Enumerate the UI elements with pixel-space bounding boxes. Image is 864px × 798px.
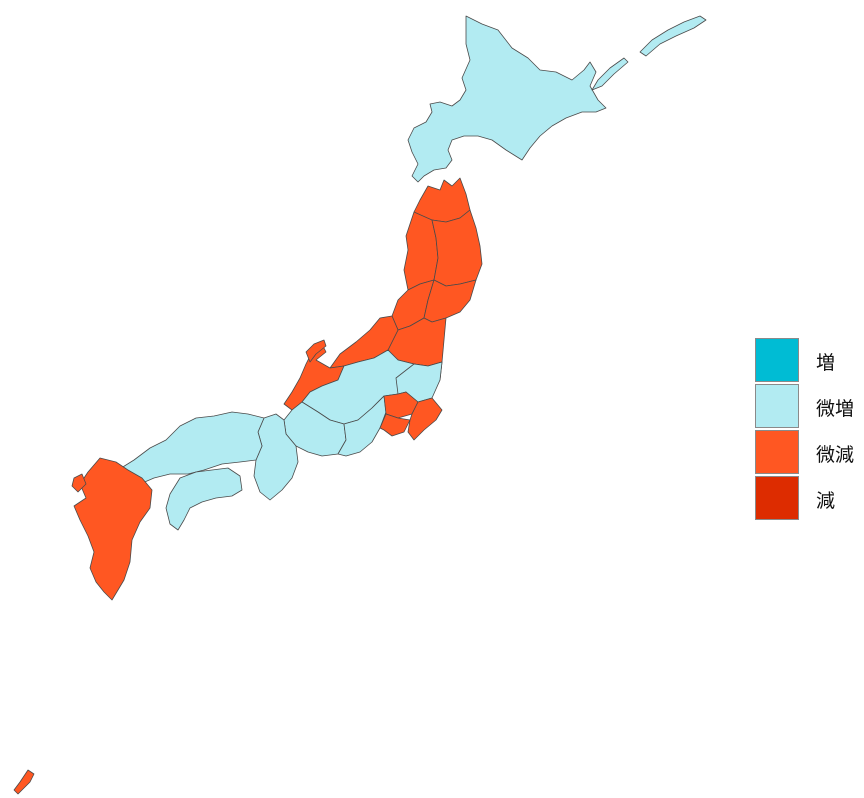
legend-label: 微減 [816,443,855,466]
region-kyushu[interactable] [73,457,153,601]
region-hokkaido-kurils-2[interactable] [639,15,707,57]
kinki-chugoku-region [115,411,299,501]
legend-item-decrease: 減 [755,476,854,522]
region-kanagawa[interactable] [379,413,411,437]
tohoku-region [387,177,483,367]
hokkaido-region [407,15,707,183]
shikoku-region [165,467,243,531]
region-shikoku[interactable] [165,467,243,531]
legend-swatch [755,384,799,428]
legend-label: 減 [816,489,836,512]
region-miyagi[interactable] [423,279,477,323]
legend-item-slight-increase: 微増 [755,384,854,430]
south-kanto-region [379,391,443,441]
legend-item-increase: 増 [755,338,854,384]
map-legend: 増 微増 微減 減 [755,338,854,522]
region-okinawa[interactable] [13,769,35,795]
region-hokkaido-kurils-1[interactable] [591,57,629,91]
legend-swatch [755,338,799,382]
region-chugoku[interactable] [115,411,265,487]
region-iwate[interactable] [431,209,483,287]
region-kyushu-islands[interactable] [71,473,87,493]
legend-label: 微増 [816,397,855,420]
region-chiba[interactable] [407,397,443,441]
okinawa-region [13,769,35,795]
region-shizuoka-yamanashi[interactable] [337,395,387,457]
region-ishikawa-peninsula[interactable] [305,339,327,363]
region-hokkaido[interactable] [407,15,607,183]
legend-item-slight-decrease: 微減 [755,430,854,476]
kyushu-region [71,457,153,601]
legend-swatch [755,430,799,474]
legend-swatch [755,476,799,520]
legend-label: 増 [816,351,836,374]
